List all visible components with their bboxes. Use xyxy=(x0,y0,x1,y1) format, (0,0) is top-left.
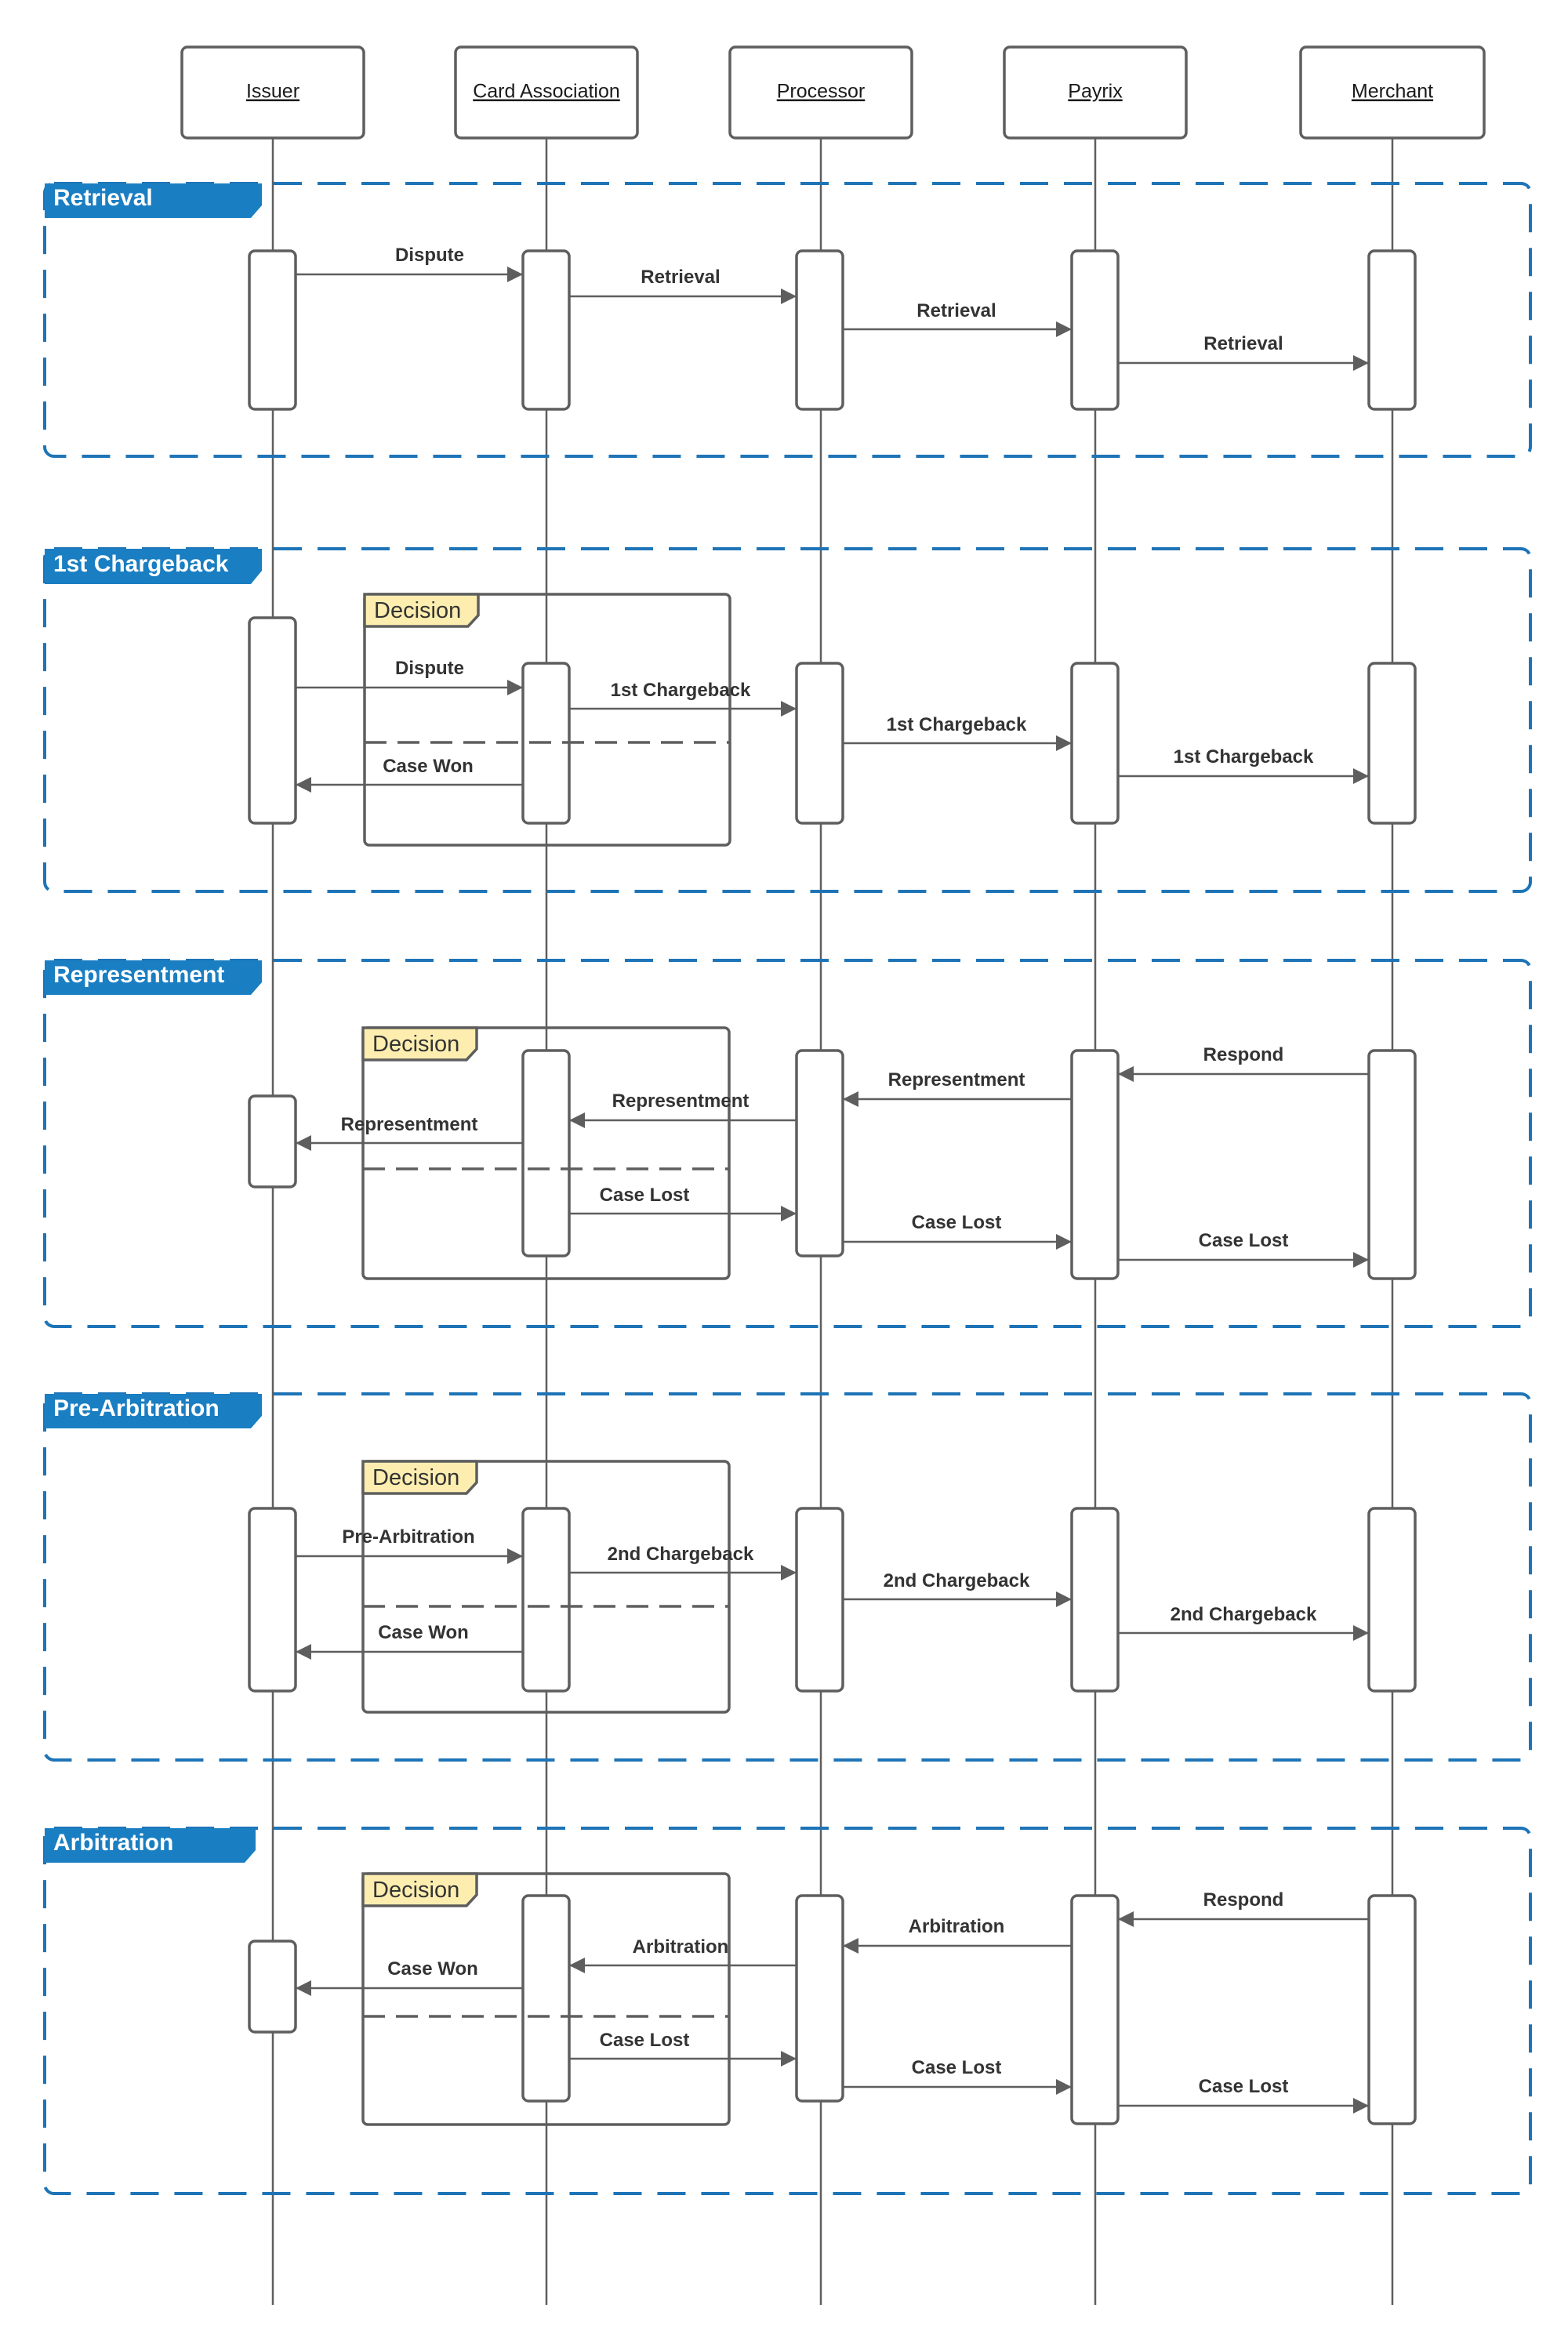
message-label: Case Lost xyxy=(600,1185,690,1206)
message-label: Arbitration xyxy=(633,1936,729,1958)
message-label: 1st Chargeback xyxy=(611,680,751,701)
activation-bar xyxy=(248,249,297,411)
message-label: Respond xyxy=(1203,1889,1284,1911)
actor-merchant: Merchant xyxy=(1299,45,1486,140)
message-label: 2nd Chargeback xyxy=(608,1544,754,1565)
message-label: 2nd Chargeback xyxy=(884,1570,1030,1591)
section-frame xyxy=(43,182,1532,458)
message-label: Retrieval xyxy=(916,300,996,321)
actor-issuer: Issuer xyxy=(180,45,365,140)
section-frame xyxy=(43,547,1532,893)
activation-bar xyxy=(1070,1507,1120,1693)
decision-label: Decision xyxy=(372,1032,459,1057)
message-label: Retrieval xyxy=(641,267,720,288)
message-label: 1st Chargeback xyxy=(1174,746,1314,768)
decision-label: Decision xyxy=(372,1465,459,1490)
actor-processor: Processor xyxy=(728,45,913,140)
section-pre-arbitration: Pre-Arbitration Decision Pre-Arbitration… xyxy=(43,1392,1532,1762)
message-label: Respond xyxy=(1203,1044,1284,1065)
actor-headers: Issuer Card Association Processor Payrix… xyxy=(180,45,1486,140)
section-title-tab xyxy=(45,549,262,584)
section-title: Pre-Arbitration xyxy=(53,1395,220,1421)
activation-bar xyxy=(795,662,844,825)
activation-bar xyxy=(1070,249,1120,411)
activation-bar xyxy=(1070,662,1120,825)
section-title-tab xyxy=(45,960,262,995)
section-title-tab xyxy=(45,1394,262,1428)
decision-fragment: Decision xyxy=(361,1026,731,1280)
section-1st-chargeback: 1st Chargeback Decision Dispute 1st Char… xyxy=(43,547,1532,893)
message-label: 1st Chargeback xyxy=(887,714,1027,735)
message-label: Case Lost xyxy=(1199,1230,1289,1251)
decision-fragment: Decision xyxy=(361,1872,731,2126)
message-label: Pre-Arbitration xyxy=(342,1526,474,1548)
activation-bar xyxy=(1070,1894,1120,2125)
actor-payrix-label: Payrix xyxy=(1068,81,1123,103)
activation-bar xyxy=(1070,1049,1120,1280)
section-title-tab xyxy=(45,183,262,218)
activation-bar xyxy=(248,616,297,825)
message-label: Representment xyxy=(612,1090,750,1112)
message-label: Representment xyxy=(888,1069,1025,1090)
activation-bar xyxy=(1367,1507,1417,1693)
actor-processor-label: Processor xyxy=(777,81,866,103)
activation-bar xyxy=(1367,1894,1417,2125)
actor-payrix: Payrix xyxy=(1003,45,1188,140)
section-title: Representment xyxy=(53,962,224,988)
activation-bar xyxy=(795,1507,844,1693)
activation-bar xyxy=(521,1894,571,2103)
activation-bar xyxy=(521,1049,571,1257)
activation-bar xyxy=(1367,662,1417,825)
activation-bar xyxy=(1367,1049,1417,1280)
actor-card-association: Card Association xyxy=(454,45,639,140)
decision-fragment: Decision xyxy=(363,593,731,847)
actor-issuer-label: Issuer xyxy=(246,81,299,103)
decision-fragment: Decision xyxy=(361,1460,731,1714)
message-label: Case Lost xyxy=(912,1212,1002,1233)
decision-label: Decision xyxy=(374,598,461,623)
actor-merchant-label: Merchant xyxy=(1352,81,1433,103)
activation-bar xyxy=(248,1094,297,1188)
section-title: 1st Chargeback xyxy=(53,551,229,577)
section-title: Retrieval xyxy=(53,185,153,211)
message-label: Case Won xyxy=(378,1622,469,1643)
activation-bar xyxy=(248,1940,297,2034)
activation-bar xyxy=(1367,249,1417,411)
actor-card-association-label: Card Association xyxy=(473,81,620,103)
section-retrieval: Retrieval Dispute Retrieval Retrieval Re… xyxy=(43,182,1532,458)
activation-bar xyxy=(795,1894,844,2103)
decision-label: Decision xyxy=(372,1878,459,1903)
message-label: Arbitration xyxy=(909,1916,1005,1937)
message-label: Dispute xyxy=(395,658,464,679)
message-label: Representment xyxy=(341,1114,478,1135)
activation-bar xyxy=(521,1507,571,1693)
section-title: Arbitration xyxy=(53,1830,173,1856)
message-label: Case Won xyxy=(383,756,474,777)
message-label: Dispute xyxy=(395,245,464,266)
activation-bar xyxy=(248,1507,297,1693)
section-title-tab xyxy=(45,1828,256,1863)
message-label: Case Lost xyxy=(600,2030,690,2051)
activation-bar xyxy=(795,249,844,411)
message-label: Case Lost xyxy=(1199,2076,1289,2097)
message-label: 2nd Chargeback xyxy=(1171,1604,1317,1625)
message-label: Case Won xyxy=(387,1958,478,1980)
activation-bar xyxy=(521,249,571,411)
section-representment: Representment Decision Respond Represent… xyxy=(43,959,1532,1328)
section-arbitration: Arbitration Decision Respond Arbitration… xyxy=(43,1827,1532,2195)
message-label: Case Lost xyxy=(912,2057,1002,2078)
activation-bar xyxy=(795,1049,844,1257)
message-label: Retrieval xyxy=(1203,333,1283,354)
